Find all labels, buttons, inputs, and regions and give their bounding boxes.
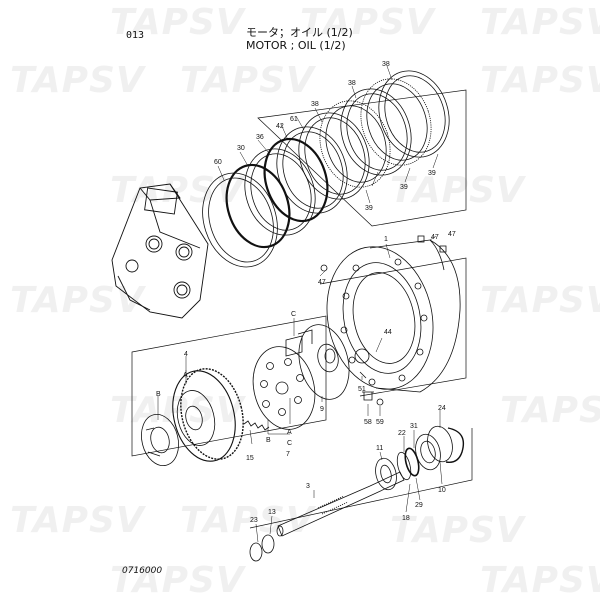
ring-23 — [249, 542, 263, 562]
plate-39 — [360, 78, 432, 166]
ring-22 — [396, 451, 412, 481]
seal-ring-60 — [202, 172, 278, 268]
callout-label: 39 — [400, 184, 408, 191]
valve-plate — [141, 413, 179, 467]
oil-seal-31 — [415, 433, 441, 471]
callout-label: A — [287, 429, 292, 436]
part-51 — [359, 371, 367, 379]
callout-label: 59 — [376, 419, 384, 426]
group-frame-casing — [319, 257, 467, 397]
callout-label: 38 — [348, 80, 356, 87]
o-ring-59 — [376, 398, 384, 406]
callout-label: 29 — [415, 502, 423, 509]
callout-label: C — [291, 311, 296, 318]
plate-38 — [340, 88, 412, 176]
spring-15 — [243, 420, 270, 431]
snap-ring-29 — [404, 447, 420, 477]
shaft-group — [249, 410, 473, 562]
swash-plate-9 — [298, 324, 350, 400]
callout-label: B — [266, 437, 271, 444]
ring-stack-group — [202, 65, 467, 268]
callout-label: 23 — [250, 517, 258, 524]
callout-label: 60 — [214, 159, 222, 166]
plate-39 — [319, 100, 391, 188]
drive-shaft-3 — [277, 471, 405, 537]
callout-label: 31 — [410, 423, 418, 430]
callout-label: 58 — [364, 419, 372, 426]
callout-label: 4 — [184, 351, 188, 358]
plug-47 — [439, 245, 447, 253]
leader-line — [319, 235, 437, 416]
group-frame-middle — [131, 315, 327, 457]
callout-label: 47 — [448, 231, 456, 238]
callout-label: 15 — [246, 455, 254, 462]
ring-13 — [261, 534, 275, 554]
seal-ring-60-inner — [208, 177, 274, 263]
ring-36 — [244, 148, 316, 236]
plug-58 — [362, 391, 374, 401]
callout-label: 42 — [276, 123, 284, 130]
valve-block — [111, 183, 209, 319]
motor-casing-1 — [319, 235, 467, 416]
callout-label: 18 — [402, 515, 410, 522]
plate-39-inner — [325, 105, 387, 183]
ring-61 — [276, 126, 348, 214]
plate-38-inner — [304, 117, 366, 195]
callout-label: 51 — [358, 386, 366, 393]
callout-label: 24 — [438, 405, 446, 412]
callout-label: 36 — [256, 134, 264, 141]
callout-label: 47 — [318, 279, 326, 286]
group-frame-top — [257, 89, 467, 227]
snap-ring-24 — [445, 427, 465, 463]
ball-44 — [354, 348, 370, 364]
ring-61-inner — [282, 131, 344, 209]
cylinder-group — [131, 315, 350, 467]
page-title-en: MOTOR ; OIL (1/2) — [246, 39, 346, 52]
plug-47 — [417, 235, 425, 243]
callout-label: B — [156, 391, 161, 398]
callout-label: A — [183, 372, 188, 379]
leader-line — [157, 318, 323, 445]
callout-label: 22 — [398, 430, 406, 437]
callout-label: 38 — [382, 61, 390, 68]
callout-label: C — [287, 440, 292, 447]
plate-38-inner — [384, 75, 446, 153]
plug-47 — [320, 264, 328, 272]
callout-label: 39 — [365, 205, 373, 212]
callout-label: 3 — [306, 483, 310, 490]
callout-label: 1 — [384, 236, 388, 243]
cylinder-block-4 — [172, 370, 236, 462]
callout-label: 61 — [290, 116, 298, 123]
callout-label: 13 — [268, 509, 276, 516]
callout-label: 38 — [311, 101, 319, 108]
document-code: 0716000 — [122, 566, 163, 576]
bearing-11 — [375, 457, 397, 491]
callout-label: 39 — [428, 170, 436, 177]
page-title-jp: モータ；オイル (1/2) — [246, 26, 353, 39]
plate-38-inner — [346, 93, 408, 171]
leader-line — [217, 65, 439, 204]
plate-38 — [378, 70, 450, 158]
retainer-plate-7 — [252, 346, 316, 430]
callout-label: 9 — [320, 406, 324, 413]
callout-labels: 38 38 38 61 42 36 30 60 39 39 39 1 47 47… — [156, 61, 456, 524]
callout-label: 30 — [237, 145, 245, 152]
plate-38 — [298, 112, 370, 200]
callout-label: 7 — [286, 451, 290, 458]
o-ring-42 — [263, 137, 329, 223]
callout-label: 44 — [384, 329, 392, 336]
callout-label: 47 — [431, 234, 439, 241]
leader-line — [255, 410, 443, 543]
page-number: 013 — [126, 30, 145, 41]
o-ring-30 — [225, 163, 291, 249]
callout-label: 10 — [438, 487, 446, 494]
callout-label: 11 — [376, 445, 383, 452]
part-10 — [427, 425, 453, 463]
group-frame-bottom — [249, 428, 473, 529]
